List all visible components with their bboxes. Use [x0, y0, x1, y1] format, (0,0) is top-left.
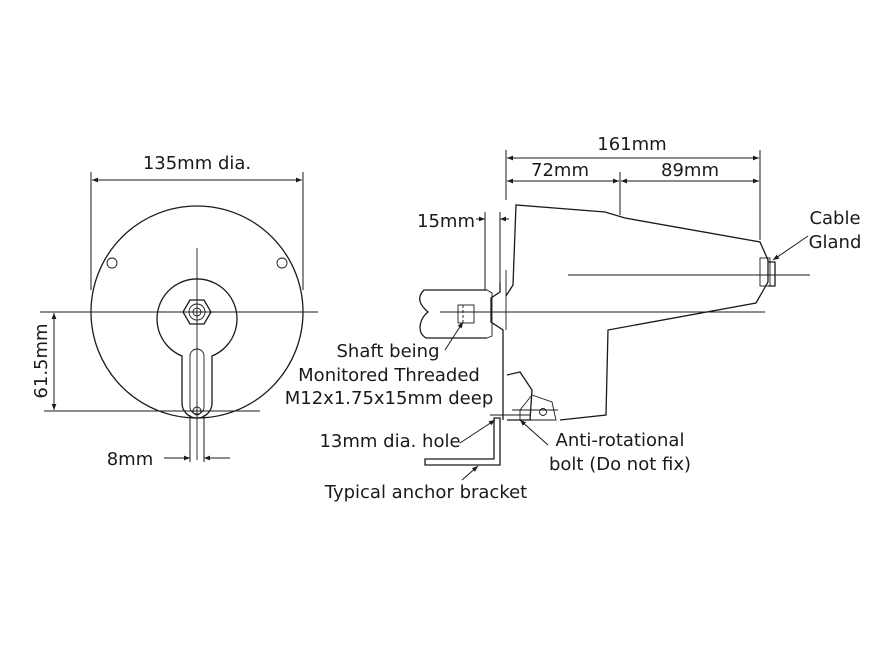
cable-gland-leader [772, 235, 809, 261]
overall-label: 161mm [597, 134, 666, 155]
housing-lower-block [506, 371, 533, 421]
right-label: 89mm [661, 160, 719, 181]
shaft-collar [486, 289, 493, 339]
shaft-bolt [457, 304, 475, 324]
shaft-label-line1: Shaft being [337, 341, 440, 362]
bracket-label: Typical anchor bracket [324, 482, 527, 503]
anti-rotation-label-line2: bolt (Do not fix) [549, 454, 691, 475]
gap-label: 15mm [417, 211, 475, 232]
mounting-hole-right [276, 257, 288, 269]
anti-rotation-label-line1: Anti-rotational [556, 430, 685, 451]
shaft-label-line3: M12x1.75x15mm deep [285, 388, 494, 409]
hole-leader [459, 419, 496, 444]
hole-label: 13mm dia. hole [319, 431, 460, 452]
slot [189, 348, 205, 415]
anchor-bracket [424, 417, 501, 466]
cable-gland-label-line1: Cable [809, 208, 860, 229]
slot-label: 8mm [107, 449, 154, 470]
side-view: 161mm 72mm 89mm 15mm Cable Gland Shaft b… [285, 134, 862, 503]
cable-gland-label-line2: Gland [809, 232, 862, 253]
offset-label: 61.5mm [31, 323, 52, 398]
bracket-leader [461, 465, 479, 481]
cable-gland-nut [759, 257, 771, 287]
shaft [418, 289, 487, 339]
anti-rotation-leader [519, 419, 549, 446]
sensor-housing [505, 204, 769, 421]
mounting-hole-left [106, 257, 118, 269]
anti-rotation-bolt-head [539, 408, 547, 416]
shaft-leader [444, 321, 464, 351]
cable-gland [768, 261, 776, 287]
mounting-plate [490, 283, 504, 420]
keyhole-plate [156, 278, 238, 419]
front-view: 135mm dia. 61.5mm 8mm [31, 153, 318, 470]
anti-rotation-block [519, 394, 557, 421]
shaft-label-line2: Monitored Threaded [298, 365, 480, 386]
left-label: 72mm [531, 160, 589, 181]
diameter-label: 135mm dia. [143, 153, 251, 174]
